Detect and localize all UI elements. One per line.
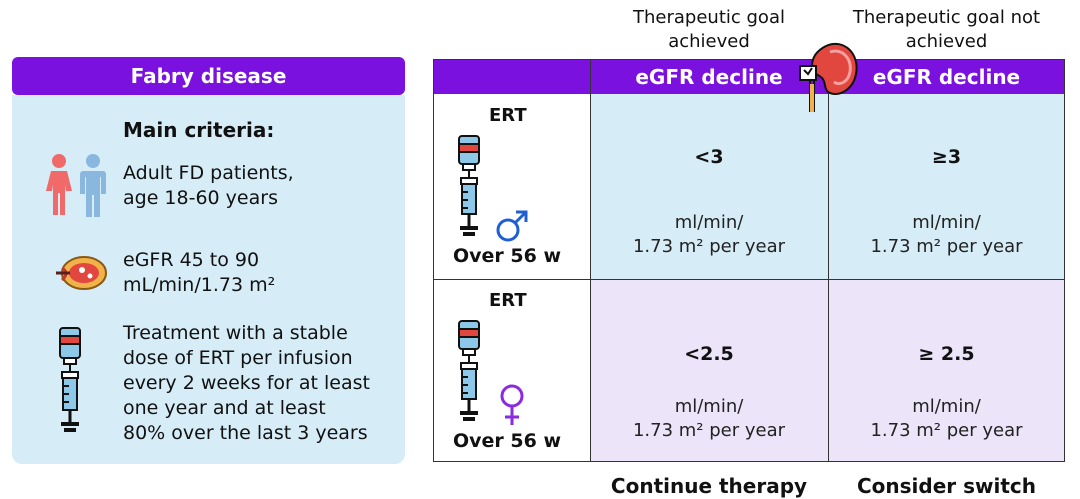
criterion-2: eGFR 45 to 90 mL/min/1.73 m² (123, 248, 275, 298)
main-criteria-heading: Main criteria: (123, 118, 275, 142)
unit-line-2: 1.73 m² per year (870, 420, 1023, 441)
female-symbol-icon (500, 384, 524, 425)
header-blank (433, 59, 590, 94)
fabry-disease-title: Fabry disease (130, 64, 287, 88)
header-egfr-achieved-label: eGFR decline (635, 64, 783, 89)
kidney-icon (799, 43, 858, 112)
criterion-2-line-2: mL/min/1.73 m² (123, 274, 276, 296)
row-1-not-achieved-value: ≥3 (931, 146, 962, 168)
syringe-iv-icon (59, 327, 81, 432)
row-2-achieved-value: <2.5 (684, 343, 734, 365)
unit-line-2: 1.73 m² per year (632, 236, 786, 257)
grid-border-bottom (433, 461, 1065, 462)
row-2-not-achieved-cell: ≥ 2.5 ml/min/ 1.73 m² per year (828, 279, 1065, 462)
male-symbol-icon (496, 210, 528, 242)
criterion-2-line-1: eGFR 45 to 90 (123, 249, 260, 271)
col-label-2-line-2: achieved (905, 31, 988, 52)
col-label-1-line-1: Therapeutic goal (633, 7, 785, 28)
syringe-iv-icon (458, 135, 480, 236)
criterion-1: Adult FD patients, age 18-60 years (123, 161, 294, 211)
people-icon (46, 154, 106, 217)
row-1-duration: Over 56 w (453, 245, 562, 267)
row-2-label-cell: ERT Over 56 w (433, 279, 590, 462)
row-2-achieved-cell: <2.5 ml/min/ 1.73 m² per year (590, 279, 828, 462)
kidney-section-icon (56, 256, 107, 290)
header-egfr-not-achieved: eGFR decline (828, 59, 1065, 94)
row-2-not-achieved-unit: ml/min/ 1.73 m² per year (828, 395, 1065, 443)
criterion-1-line-2: age 18-60 years (123, 187, 278, 209)
row-2-duration: Over 56 w (453, 430, 562, 452)
grid-border-left (433, 59, 434, 462)
row-1-treatment: ERT (489, 105, 527, 126)
row-2-treatment: ERT (489, 290, 527, 311)
grid-divider-row (433, 279, 1065, 280)
unit-line-1: ml/min/ (674, 396, 744, 417)
criterion-3: Treatment with a stable dose of ERT per … (123, 321, 370, 446)
fabry-disease-header: Fabry disease (12, 57, 405, 95)
row-1-label-cell: ERT Over 56 w (433, 94, 590, 279)
unit-line-2: 1.73 m² per year (870, 236, 1023, 257)
unit-line-1: ml/min/ (674, 212, 744, 233)
grid-divider-1 (590, 59, 591, 462)
criterion-3-line-2: dose of ERT per infusion (123, 347, 353, 369)
criterion-1-line-1: Adult FD patients, (123, 162, 294, 184)
unit-line-2: 1.73 m² per year (632, 420, 786, 441)
footer-continue-therapy: Continue therapy (610, 474, 808, 498)
unit-line-1: ml/min/ (912, 212, 981, 233)
grid-border-right (1064, 59, 1065, 462)
unit-line-1: ml/min/ (912, 396, 981, 417)
criterion-3-line-5: 80% over the last 3 years (123, 422, 368, 444)
row-1-not-achieved-cell: ≥3 ml/min/ 1.73 m² per year (828, 94, 1065, 279)
syringe-iv-icon (458, 320, 480, 421)
row-2-not-achieved-value: ≥ 2.5 (918, 343, 975, 365)
col-label-goal-not-achieved: Therapeutic goal not achieved (828, 6, 1065, 54)
row-1-not-achieved-unit: ml/min/ 1.73 m² per year (828, 211, 1065, 259)
footer-consider-switch: Consider switch (856, 474, 1036, 498)
criterion-3-line-1: Treatment with a stable (123, 322, 348, 344)
header-egfr-not-achieved-label: eGFR decline (872, 64, 1021, 89)
col-label-2-line-1: Therapeutic goal not (852, 7, 1041, 28)
criterion-3-line-4: one year and at least (123, 397, 326, 419)
header-egfr-achieved: eGFR decline (590, 59, 828, 94)
decision-grid: eGFR decline eGFR decline ERT Over 56 w (433, 59, 1065, 462)
row-1-achieved-value: <3 (694, 146, 724, 168)
row-1-achieved-unit: ml/min/ 1.73 m² per year (590, 211, 828, 259)
col-label-goal-achieved: Therapeutic goal achieved (590, 6, 828, 54)
grid-divider-2 (828, 94, 829, 462)
row-1-achieved-cell: <3 ml/min/ 1.73 m² per year (590, 94, 828, 279)
row-2-achieved-unit: ml/min/ 1.73 m² per year (590, 395, 828, 443)
col-label-1-line-2: achieved (668, 31, 750, 52)
grid-border-top (433, 59, 1065, 60)
criterion-3-line-3: every 2 weeks for at least (123, 372, 370, 394)
